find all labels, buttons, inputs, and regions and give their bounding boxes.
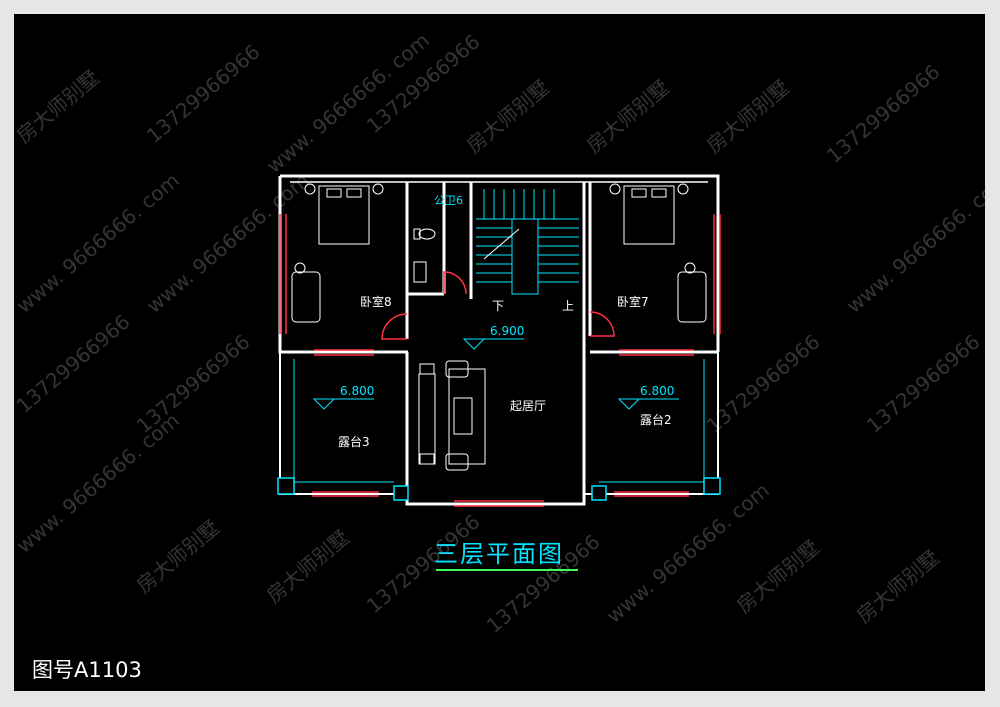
watermark-brand: 房大师别墅	[732, 535, 824, 618]
door-bedroom7	[589, 311, 615, 337]
watermark-brand: 房大师别墅	[14, 65, 104, 148]
wall-living	[405, 352, 586, 506]
watermark-phone: 13729966966	[862, 329, 985, 437]
elevation-terrace2: 6.800	[640, 384, 674, 398]
elevation-marks	[312, 338, 679, 410]
watermark-phone: 13729966966	[142, 39, 265, 147]
room-label-terrace2: 露台2	[640, 412, 672, 427]
elevation-terrace3: 6.800	[340, 384, 374, 398]
window-terrace2	[614, 491, 689, 497]
elevation-mark-terrace3	[312, 398, 374, 410]
window-bedroom8-bottom	[314, 349, 374, 356]
door-bedroom8	[381, 313, 408, 340]
elevation-living: 6.900	[490, 324, 524, 338]
drawing-number: 图号A1103	[32, 658, 142, 682]
window-bedroom7	[713, 214, 721, 334]
elevation-mark-living	[462, 338, 524, 350]
windows	[279, 214, 721, 507]
bed-bedroom7	[609, 183, 689, 245]
room-label-bedroom7: 卧室7	[617, 294, 649, 309]
stair-treads	[476, 218, 579, 283]
sofa-bedroom8	[291, 262, 321, 323]
door-bath	[443, 271, 467, 295]
toilet-icon	[413, 228, 436, 283]
columns	[277, 477, 721, 501]
wall-upper-left	[278, 176, 408, 354]
doors	[381, 271, 615, 340]
stair-landing-lines	[483, 189, 555, 219]
stair-down-label: 下	[492, 299, 504, 313]
window-bedroom7-bottom	[619, 349, 694, 356]
terrace3-railing	[293, 359, 394, 483]
sofa-bedroom7	[677, 262, 707, 323]
stair	[476, 189, 579, 295]
stair-up-label: 上	[562, 299, 574, 313]
window-terrace3	[312, 491, 379, 497]
watermark-site: www. 9666666. com	[14, 408, 184, 558]
floor-plan: 房大师别墅 13729966966 www. 9666666. com 1372…	[14, 28, 985, 638]
watermark-brand: 房大师别墅	[702, 75, 794, 158]
room-label-bedroom8: 卧室8	[360, 294, 392, 309]
drawing-title: 三层平面图	[434, 540, 564, 568]
watermark-brand: 房大师别墅	[582, 75, 674, 158]
watermark-brand: 房大师别墅	[262, 525, 354, 608]
watermark-brand: 房大师别墅	[462, 75, 554, 158]
bed-bedroom8	[304, 183, 384, 245]
watermark-phone: 13729966966	[702, 329, 825, 437]
window-bedroom8	[279, 214, 287, 334]
wall-upper-outer	[280, 174, 720, 352]
room-label-bathroom: 公卫6	[434, 194, 463, 207]
stair-well	[511, 218, 539, 295]
watermark-brand: 房大师别墅	[132, 515, 224, 598]
elevation-mark-terrace2	[617, 398, 679, 410]
window-living-bottom	[454, 500, 544, 507]
watermark-site: www. 9666666. com	[842, 168, 985, 318]
wall-terrace3	[279, 352, 407, 495]
drawing-canvas: 房大师别墅 13729966966 www. 9666666. com 1372…	[14, 14, 985, 691]
furniture	[291, 183, 707, 471]
sofa-set-living	[418, 360, 486, 471]
watermark-phone: 13729966966	[822, 59, 945, 167]
watermark-phone: 13729966966	[14, 309, 134, 417]
walls	[278, 174, 720, 506]
room-label-terrace3: 露台3	[338, 434, 370, 449]
stair-arrow	[483, 228, 520, 260]
room-label-living: 起居厅	[510, 399, 546, 413]
title-underline	[436, 569, 578, 571]
watermark-phone: 13729966966	[132, 329, 255, 437]
watermark-brand: 房大师别墅	[852, 545, 944, 628]
